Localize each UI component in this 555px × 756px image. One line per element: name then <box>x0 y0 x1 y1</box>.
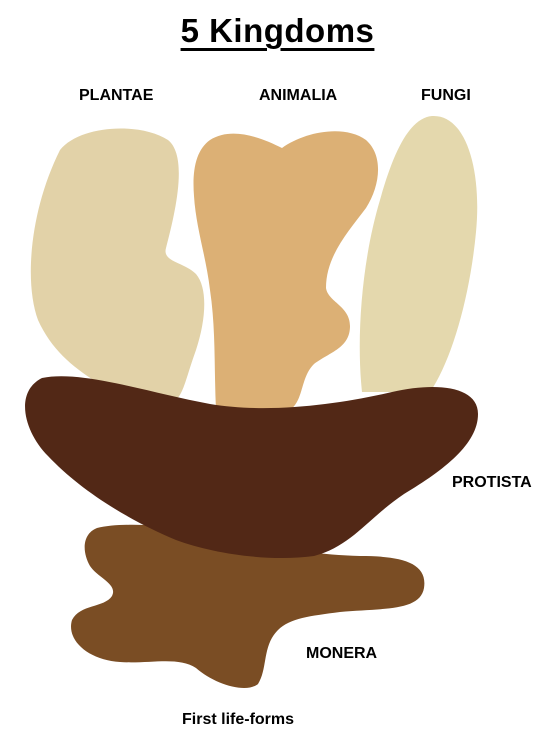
animalia-label: ANIMALIA <box>259 87 338 104</box>
monera-label: MONERA <box>306 645 378 662</box>
monera-shape <box>71 524 425 689</box>
fungi-shape <box>359 115 478 393</box>
plantae-shape <box>30 128 205 400</box>
animalia-shape <box>193 131 379 411</box>
protista-label: PROTISTA <box>452 474 532 491</box>
fungi-label: FUNGI <box>421 87 471 104</box>
plantae-label: PLANTAE <box>79 87 154 104</box>
protista-shape <box>25 376 479 559</box>
diagram-title: 5 Kingdoms <box>180 12 375 49</box>
first-life-forms-label: First life-forms <box>182 711 295 728</box>
